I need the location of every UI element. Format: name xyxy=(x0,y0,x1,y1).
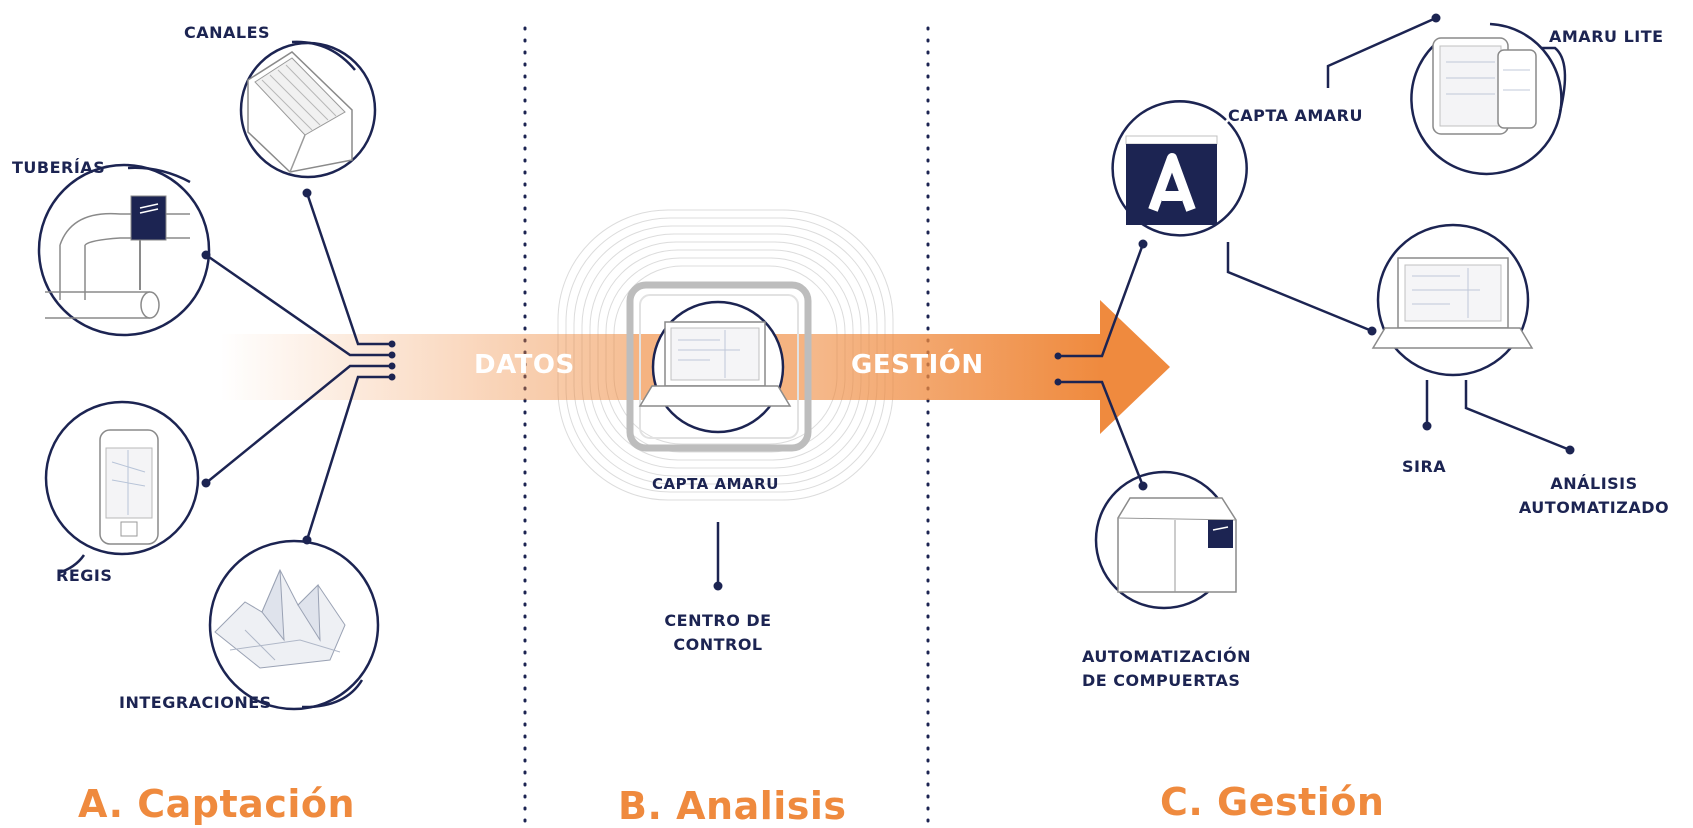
label-centro-l1: CENTRO DE xyxy=(664,611,772,630)
stage-captacion: A. Captación xyxy=(78,782,356,826)
center-frame xyxy=(626,281,812,452)
label-regis: REGIS xyxy=(56,566,113,585)
flow-band-left xyxy=(220,334,630,400)
tablet-phone-icon xyxy=(1410,22,1563,176)
flow-label-gestion: GESTIÓN xyxy=(851,350,984,380)
label-integraciones: INTEGRACIONES xyxy=(119,693,272,712)
flow-arrow-head xyxy=(1100,300,1170,434)
output-connectors xyxy=(1058,243,1145,487)
label-automatizacion: AUTOMATIZACIÓN DE COMPUERTAS xyxy=(1082,645,1251,693)
label-sira: SIRA xyxy=(1402,457,1447,476)
label-capta-amaru: CAPTA AMARU xyxy=(1228,106,1363,125)
canal-icon xyxy=(239,41,377,179)
stage-gestion: C. Gestión xyxy=(1160,780,1385,824)
laptop-icon xyxy=(1371,223,1534,377)
cabinet-icon xyxy=(1094,470,1237,610)
amaru-logo-icon xyxy=(1111,100,1248,237)
label-canales: CANALES xyxy=(184,23,271,42)
label-analisis-automatizado: ANÁLISIS AUTOMATIZADO xyxy=(1504,472,1684,520)
phone-icon xyxy=(44,400,200,556)
flow-band-right xyxy=(810,334,1102,400)
pipe-sensor-icon xyxy=(37,163,211,337)
flow-label-datos: DATOS xyxy=(474,350,575,380)
terrain-icon xyxy=(208,539,380,711)
laptop-icon xyxy=(638,300,792,434)
label-amaru-lite: AMARU LITE xyxy=(1549,27,1664,46)
stage-analisis: B. Analisis xyxy=(618,784,847,828)
label-centro-l2: CONTROL xyxy=(673,635,763,654)
label-tuberias: TUBERÍAS xyxy=(12,158,106,177)
label-centro-control: CENTRO DE CONTROL xyxy=(648,609,788,657)
label-analisis-l2: AUTOMATIZADO xyxy=(1518,498,1670,517)
input-connectors xyxy=(205,192,392,541)
label-analisis-l1: ANÁLISIS xyxy=(1550,474,1638,493)
label-capta-amaru-center: CAPTA AMARU xyxy=(652,475,779,493)
label-auto-l2: DE COMPUERTAS xyxy=(1082,671,1241,690)
label-auto-l1: AUTOMATIZACIÓN xyxy=(1082,647,1251,666)
